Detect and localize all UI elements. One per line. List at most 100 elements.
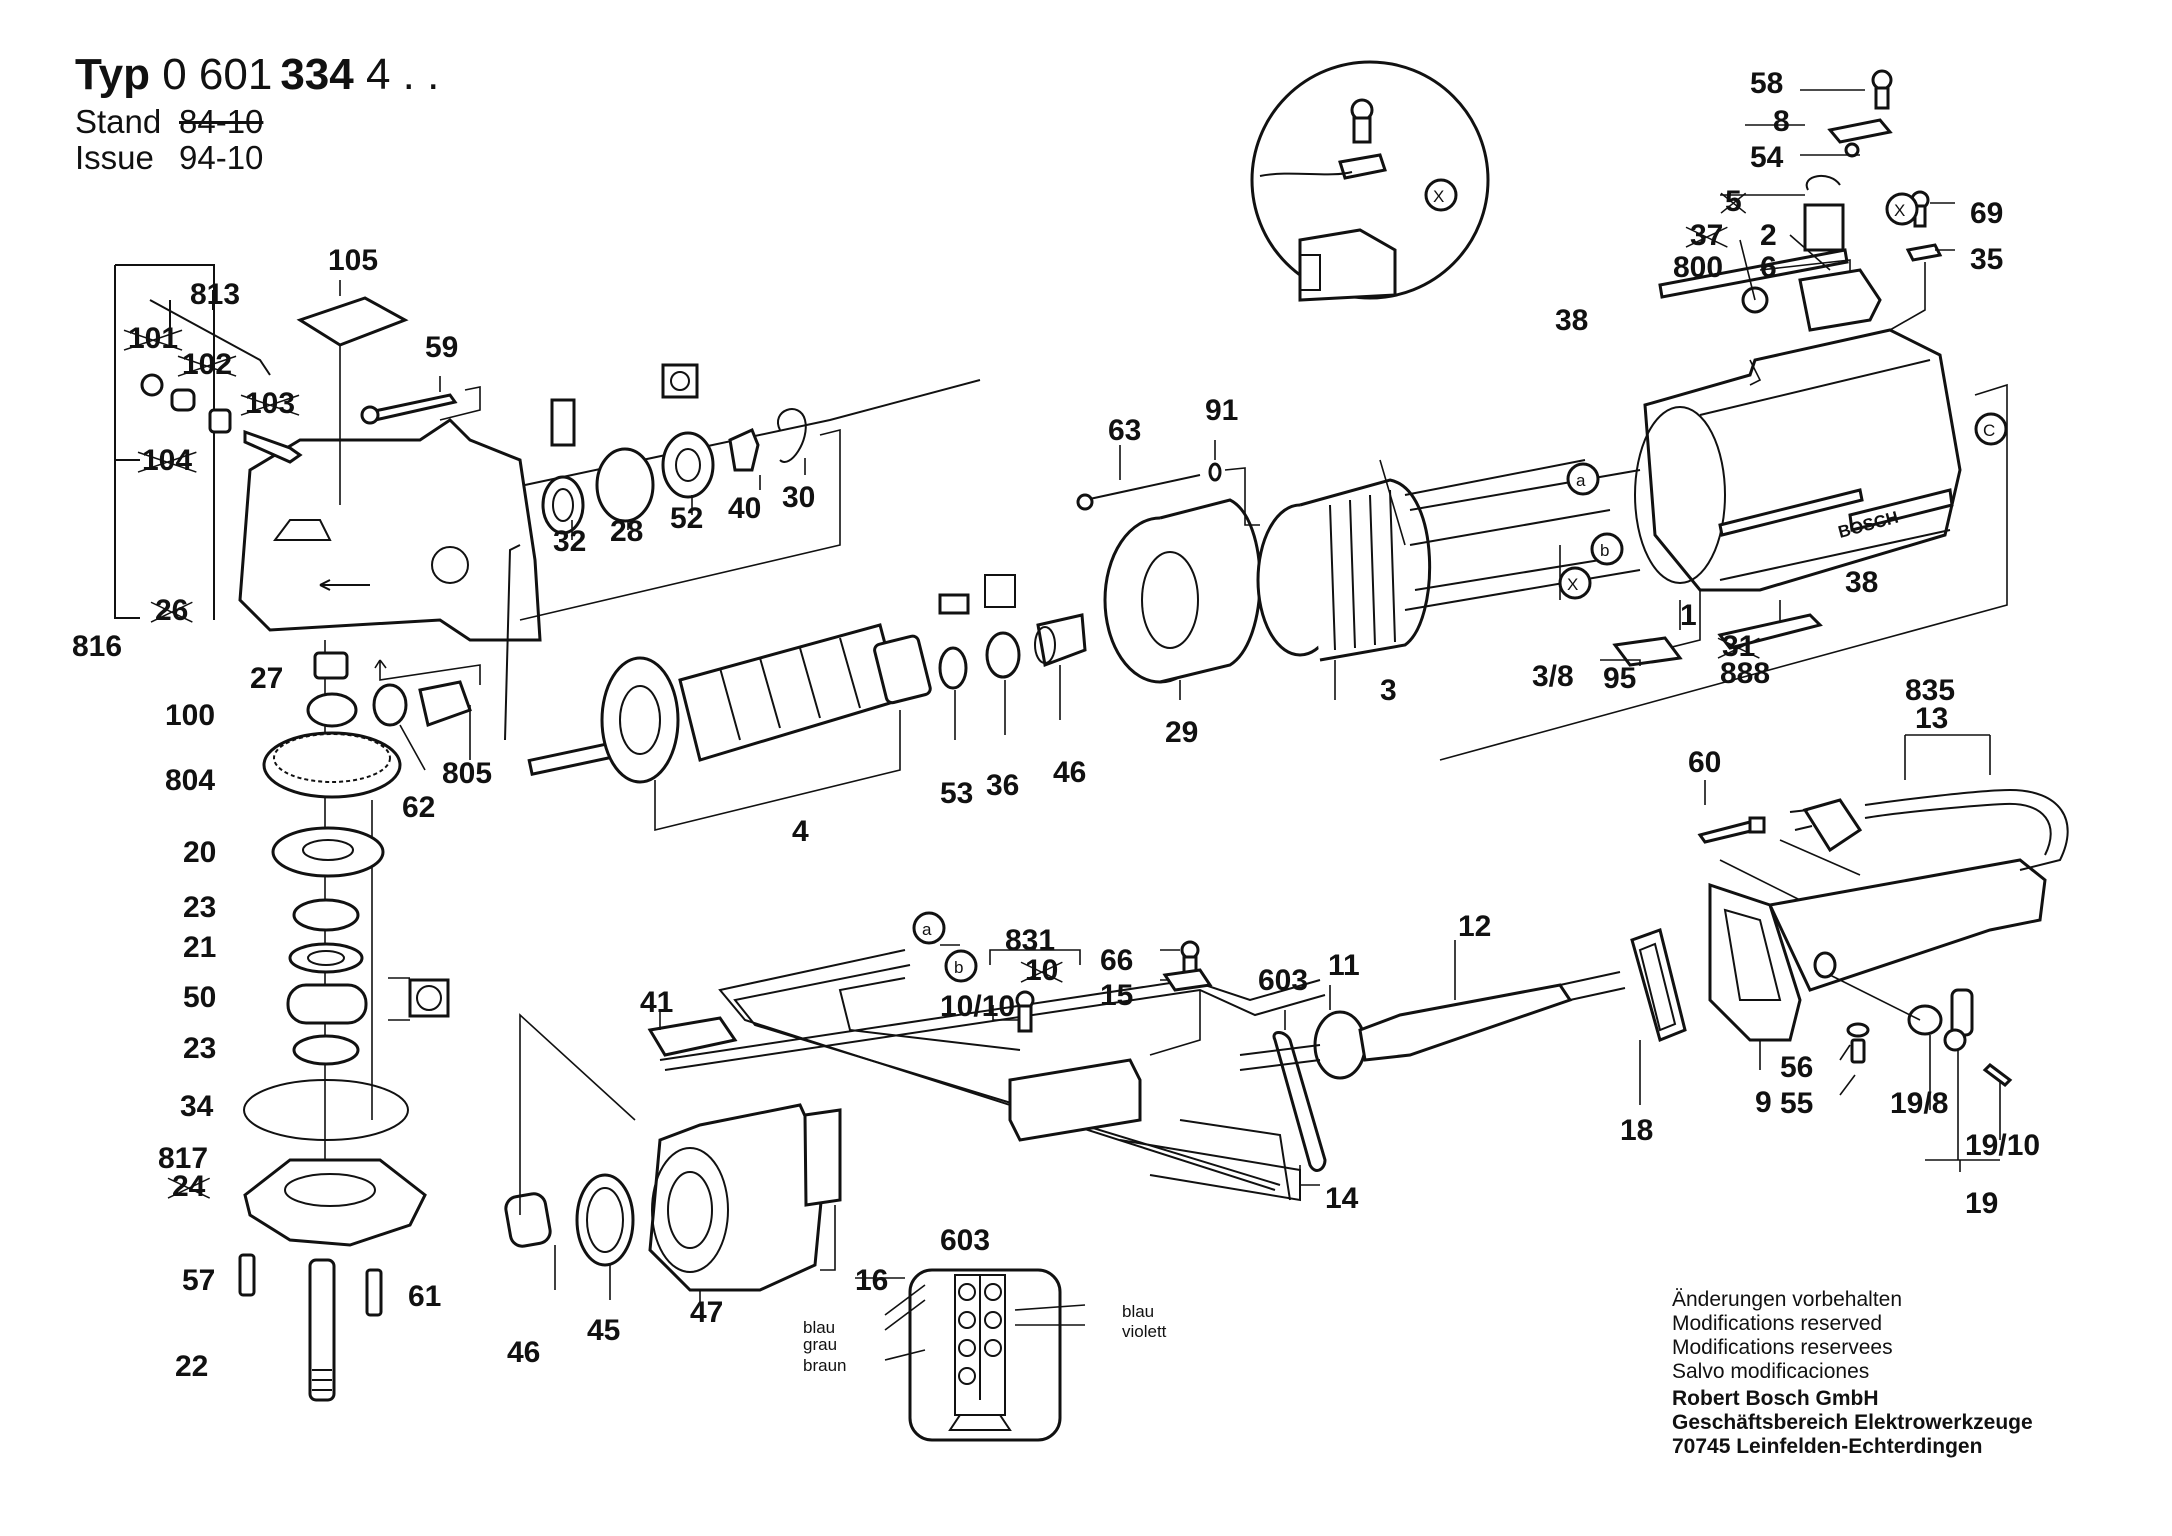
part-label-101: 101 [128,322,178,355]
part-label-29: 29 [1165,716,1198,749]
stand-value: 84-10 [179,103,264,140]
part-label-12: 12 [1458,910,1491,943]
part-label-38b: 38 [1845,566,1878,599]
motor-housing [1379,248,2008,761]
stand-label: Stand [75,103,162,140]
part-label-30: 30 [782,481,815,514]
part-label-50: 50 [183,981,216,1014]
part-label-57: 57 [182,1264,215,1297]
bearing-flange-47 [504,1013,842,1305]
issue-row: Issue 94-10 [75,140,439,176]
part-label-61: 61 [408,1280,441,1313]
part-label-63: 63 [1108,414,1141,447]
armature [504,544,932,832]
part-label-41: 41 [640,986,673,1019]
notice-en: Modifications reserved [1672,1312,1883,1335]
part-label-19-8: 19/8 [1890,1087,1948,1120]
fan-baffle-29 [1103,498,1262,700]
part-label-60: 60 [1688,746,1721,779]
wire-label-violett: violett [1122,1322,1167,1341]
part-label-105: 105 [328,244,378,277]
part-label-40: 40 [728,492,761,525]
strike-mark [1717,637,1760,659]
part-label-32: 32 [553,525,586,558]
wire-label-blau-left: blau [803,1318,835,1337]
part-label-34: 34 [180,1090,214,1123]
part-label-95: 95 [1603,662,1636,695]
part-label-23: 23 [183,891,216,924]
part-label-19: 19 [1965,1187,1998,1220]
part-label-603: 603 [1258,964,1308,997]
part-labels: 1058131011021031045926816271008046280520… [72,67,2040,1383]
strike-mark [137,451,197,473]
part-label-38: 38 [1555,304,1588,337]
type-label: Typ [75,50,150,99]
strike-mark [150,601,193,623]
issue-value: 94-10 [179,139,264,176]
detail-x-magnifier [1250,60,1490,302]
brush-holder [1720,69,1955,332]
part-label-66: 66 [1100,944,1133,977]
bracket-816 [114,264,271,620]
part-label-24: 24 [172,1170,206,1203]
part-label-54: 54 [1750,141,1784,174]
part-label-35: 35 [1970,243,2003,276]
part-label-58: 58 [1750,67,1783,100]
pinion-805 [372,659,481,771]
type-prefix: 0 601 [162,50,273,99]
part-label-19-10: 19/10 [1965,1129,2040,1162]
part-label-27: 27 [250,662,283,695]
part-label-45: 45 [587,1314,620,1347]
part-label-91: 91 [1205,394,1238,427]
part-label-56: 56 [1780,1051,1813,1084]
footer-notice: Änderungen vorbehalten Modifications res… [1672,1288,2033,1459]
issue-label: Issue [75,139,154,176]
cable-clamp-603 [1272,1010,1327,1186]
part-label-1: 1 [1680,599,1697,632]
switch-knob-19 [1829,974,2013,1172]
part-label-100: 100 [165,699,215,732]
part-label-36: 36 [986,769,1019,802]
part-label-14: 14 [1325,1182,1359,1215]
part-label-817: 817 [158,1142,208,1175]
bearing-50-section [388,977,450,1021]
callout-b-lower: b [954,958,963,977]
part-label-831: 831 [1005,924,1055,957]
part-label-28: 28 [610,515,643,548]
gear-head-housing [238,418,542,642]
company-name: Robert Bosch GmbH [1672,1387,1879,1410]
part-label-835: 835 [1905,674,1955,707]
part-label-52: 52 [670,502,703,535]
part-label-888: 888 [1720,657,1770,690]
part-label-10-10: 10/10 [940,990,1015,1023]
bearing-row [519,363,981,621]
screws-57-61 [238,1253,383,1317]
part-label-8: 8 [1773,105,1790,138]
part-label-16: 16 [855,1264,888,1297]
callout-x-brush: X [1894,201,1905,220]
strike-mark [1720,192,1747,214]
company-division: Geschäftsbereich Elektrowerkzeuge [1672,1411,2033,1434]
nameplate-105 [296,280,409,505]
screw-59 [360,376,481,425]
stand-row: Stand 84-10 [75,104,439,140]
handle-9 [1708,858,2047,1070]
field-stator [1256,459,1641,700]
spindle-lock-parts [140,373,303,464]
part-label-31: 31 [1722,630,1755,663]
callout-x-stator: X [1567,575,1578,594]
switch-831 [989,940,1213,1056]
strike-mark [1020,961,1063,983]
part-label-813: 813 [190,278,240,311]
bearing-53-36-46 [938,574,1087,740]
part-label-26: 26 [155,594,188,627]
callout-x-detail: X [1433,187,1444,206]
part-label-603b: 603 [940,1224,990,1257]
part-label-816: 816 [72,630,122,663]
callout-b-upper: b [1600,541,1609,560]
cable-harness [659,944,1326,1202]
gear-stack [243,640,427,1402]
part-label-6: 6 [1760,251,1777,284]
gasket-18 [1630,928,1687,1105]
